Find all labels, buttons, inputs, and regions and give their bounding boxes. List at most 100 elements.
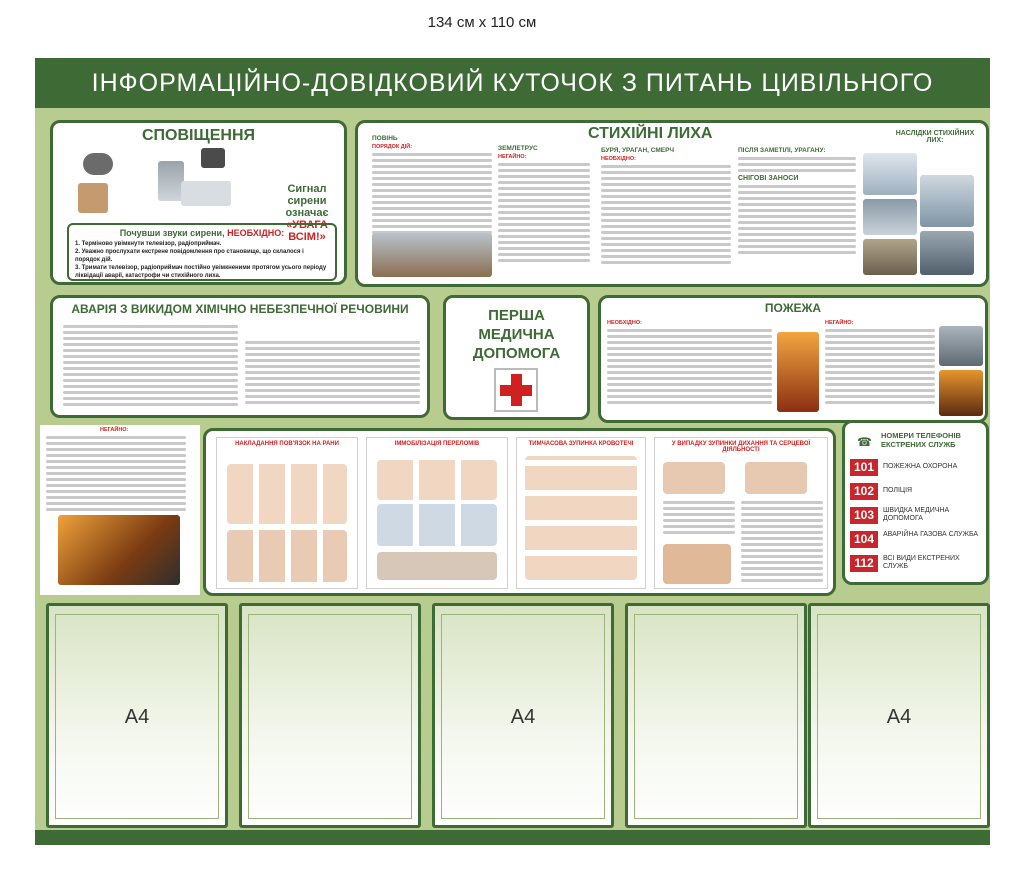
phone-row: 112 ВСІ ВИДИ ЕКСТРЕНИХ СЛУЖБ (850, 555, 985, 575)
phone-label: АВАРІЙНА ГАЗОВА СЛУЖБА (883, 531, 979, 538)
tourniquet-figure (525, 456, 637, 580)
phone-number[interactable]: 112 (850, 555, 878, 572)
phone-number[interactable]: 104 (850, 531, 878, 548)
first-aid-instructions-panel: НАКЛАДАННЯ ПОВ'ЯЗОК НА РАНИ ІММОБІЛІЗАЦІ… (203, 428, 836, 596)
column-title: ПОВІНЬ (372, 135, 398, 142)
cpr-instruction: У ВИПАДКУ ЗУПИНКИ ДИХАННЯ ТА СЕРЦЕВОЇ ДІ… (654, 437, 828, 589)
fire-text-right: НЕГАЙНО: (825, 318, 935, 407)
column-sub: НЕОБХІДНО: (601, 156, 636, 162)
a4-pocket[interactable]: A4 (46, 603, 228, 828)
firefighter-photo (777, 332, 819, 412)
first-aid-line: ПЕРША (488, 307, 545, 324)
instruction-title: НАКЛАДАННЯ ПОВ'ЯЗОК НА РАНИ (235, 441, 339, 447)
loudspeaker-icon (83, 153, 113, 175)
siren-box-title-red: НЕОБХІДНО: (227, 228, 285, 238)
column-title: БУРЯ, УРАГАН, СМЕРЧ (601, 147, 675, 154)
notification-panel: СПОВІЩЕННЯ Сигнал сирени означає «УВАГА … (50, 120, 347, 285)
disasters-panel: СТИХІЙНІ ЛИХА ПОВІНЬ ПОРЯДОК ДІЙ: ЗЕМЛЕТ… (355, 120, 989, 287)
phone-label: ВСІ ВИДИ ЕКСТРЕНИХ СЛУЖБ (883, 555, 960, 570)
a4-label: A4 (124, 706, 150, 728)
disaster-column: ПІСЛЯ ЗАМЕТІЛІ, УРАГАНУ: СНІГОВІ ЗАНОСИ (738, 147, 856, 257)
siren-step: 1. Терміново увімкнути телевізор, радіоп… (75, 241, 222, 247)
chemical-text-right (245, 338, 420, 407)
a4-label: A4 (510, 706, 536, 728)
splint-figure (377, 504, 497, 546)
column-title: ЗЕМЛЕТРУС (498, 145, 538, 152)
phone-row: 102 ПОЛІЦІЯ (850, 483, 985, 503)
chemical-continued: НЕГАЙНО: (40, 425, 200, 595)
fracture-instruction: ІММОБІЛІЗАЦІЯ ПЕРЕЛОМІВ (366, 437, 508, 589)
bandage-figure (227, 464, 347, 524)
splint-figure (377, 460, 497, 500)
a4-pocket[interactable]: A4 (808, 603, 990, 828)
disaster-column: ЗЕМЛЕТРУС НЕГАЙНО: (498, 145, 590, 265)
fire-panel: ПОЖЕЖА НЕОБХІДНО: НЕГАЙНО: (598, 295, 988, 423)
cpr-figure (745, 462, 807, 494)
snow-photo (863, 153, 917, 195)
column-sub: ПОРЯДОК ДІЙ: (372, 144, 413, 150)
fire-heading: ПОЖЕЖА (764, 301, 822, 315)
dimensions-label: 134 см х 110 см (427, 14, 537, 31)
fire-sub-left: НЕОБХІДНО: (607, 320, 642, 326)
siren-box-title: Почувши звуки сирени, (119, 228, 225, 238)
a4-pocket[interactable]: A4 (432, 603, 614, 828)
rescue-photo (939, 370, 983, 416)
column-title: ПІСЛЯ ЗАМЕТІЛІ, УРАГАНУ: (738, 147, 826, 154)
storm-photo (863, 199, 917, 235)
first-aid-line: МЕДИЧНА (478, 326, 555, 343)
siren-instructions: Почувши звуки сирени, НЕОБХІДНО: 1. Терм… (67, 223, 337, 281)
siren-steps: 1. Терміново увімкнути телевізор, радіоп… (75, 240, 329, 280)
phone-row: 103 ШВИДКА МЕДИЧНА ДОПОМОГА (850, 507, 985, 527)
disaster-column: ПОВІНЬ ПОРЯДОК ДІЙ: (372, 135, 492, 243)
instruction-title: ТИМЧАСОВА ЗУПИНКА КРОВОТЕЧІ (528, 441, 634, 447)
disasters-heading: СТИХІЙНІ ЛИХА (588, 125, 713, 142)
board-title: ІНФОРМАЦІЙНО-ДОВІДКОВИЙ КУТОЧОК З ПИТАНЬ… (35, 58, 990, 147)
red-cross-icon (494, 368, 538, 412)
notification-heading: СПОВІЩЕННЯ (141, 127, 256, 144)
burning-building-photo (939, 326, 983, 366)
cpr-text-right (741, 498, 823, 585)
phone-label: ПОЖЕЖНА ОХОРОНА (883, 463, 958, 470)
column-sub: НЕГАЙНО: (498, 154, 527, 160)
board-bottom-strip (35, 830, 990, 845)
phone-label: ПОЛІЦІЯ (883, 487, 913, 494)
phone-icon: ☎ (857, 435, 872, 449)
a4-pocket[interactable] (239, 603, 421, 828)
instruction-title: ІММОБІЛІЗАЦІЯ ПЕРЕЛОМІВ (394, 441, 480, 447)
cpr-text-left (663, 498, 735, 537)
first-aid-heading: ПЕРША МЕДИЧНА ДОПОМОГА (446, 306, 587, 363)
siren-instructions-title: Почувши звуки сирени, НЕОБХІДНО: (75, 228, 329, 238)
disaster-column: БУРЯ, УРАГАН, СМЕРЧ НЕОБХІДНО: (601, 147, 731, 267)
bandage-figure (227, 530, 347, 582)
chemical-accident-panel: АВАРІЯ З ВИКИДОМ ХІМІЧНО НЕБЕЗПЕЧНОЇ РЕЧ… (50, 295, 430, 418)
a4-pocket[interactable] (625, 603, 807, 828)
phone-row: 101 ПОЖЕЖНА ОХОРОНА (850, 459, 985, 479)
flood-photo (372, 233, 492, 277)
tv-icon (201, 148, 225, 168)
quake-photo (863, 239, 917, 275)
chemical-heading: АВАРІЯ З ВИКИДОМ ХІМІЧНО НЕБЕЗПЕЧНОЇ РЕЧ… (71, 302, 409, 316)
emergency-phones-panel: ☎ НОМЕРИ ТЕЛЕФОНІВ ЕКСТРЕНИХ СЛУЖБ 101 П… (842, 420, 989, 585)
bleeding-instruction: ТИМЧАСОВА ЗУПИНКА КРОВОТЕЧІ (516, 437, 646, 589)
fire-accident-photo (58, 515, 180, 585)
first-aid-line: ДОПОМОГА (472, 345, 561, 362)
siren-line-2: означає (285, 207, 329, 219)
consequences-title: НАСЛІДКИ СТИХІЙНИХ ЛИХ: (895, 130, 975, 144)
siren-line-3: «УВАГА ВСІМ!» (286, 219, 328, 243)
siren-step: 2. Уважно прослухати екстрене повідомлен… (75, 249, 304, 263)
siren-line-1: Сигнал сирени (287, 183, 327, 207)
siren-icon (158, 161, 184, 201)
flood-river-photo (920, 175, 974, 227)
phone-number[interactable]: 102 (850, 483, 878, 500)
stretcher-figure (377, 552, 497, 580)
police-car-icon (181, 181, 231, 206)
phone-row: 104 АВАРІЙНА ГАЗОВА СЛУЖБА (850, 531, 985, 551)
radio-operator-icon (78, 183, 108, 213)
phone-number[interactable]: 103 (850, 507, 878, 524)
instruction-title: У ВИПАДКУ ЗУПИНКИ ДИХАННЯ ТА СЕРЦЕВОЇ ДІ… (671, 441, 811, 453)
phone-number[interactable]: 101 (850, 459, 878, 476)
phone-label: ШВИДКА МЕДИЧНА ДОПОМОГА (883, 507, 950, 522)
phones-title: НОМЕРИ ТЕЛЕФОНІВ ЕКСТРЕНИХ СЛУЖБ (881, 431, 961, 449)
cpr-hand-figure (663, 544, 731, 584)
bandage-instruction: НАКЛАДАННЯ ПОВ'ЯЗОК НА РАНИ (216, 437, 358, 589)
